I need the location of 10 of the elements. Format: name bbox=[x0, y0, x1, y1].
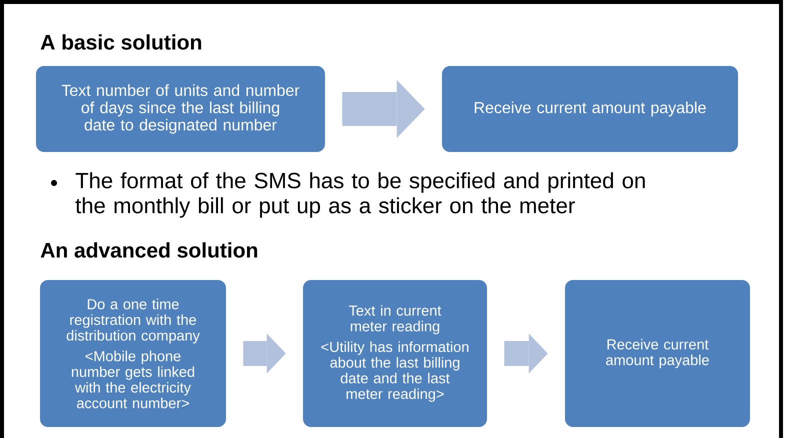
block-arrow bbox=[243, 334, 286, 374]
bullet-text: The format of the SMS has to be specified and printed on the monthly bill or put up as a sticker on the meter bbox=[76, 172, 645, 218]
section-heading: An advanced solution bbox=[40, 242, 258, 258]
process-box: Receive current amount payable bbox=[442, 66, 738, 152]
process-box: Text number of units and number of days since the last billing date to designated number bbox=[36, 66, 325, 152]
process-box: Text in current meter reading <Utility has information about the last billing date and the last meter reading> bbox=[303, 280, 487, 427]
process-box: Do a one time registration with the distribution company <Mobile phone number gets linked with the electricity account number> bbox=[40, 280, 226, 427]
block-arrow bbox=[342, 80, 425, 138]
block-arrow bbox=[504, 334, 548, 374]
process-box: Receive current amount payable bbox=[565, 280, 750, 427]
